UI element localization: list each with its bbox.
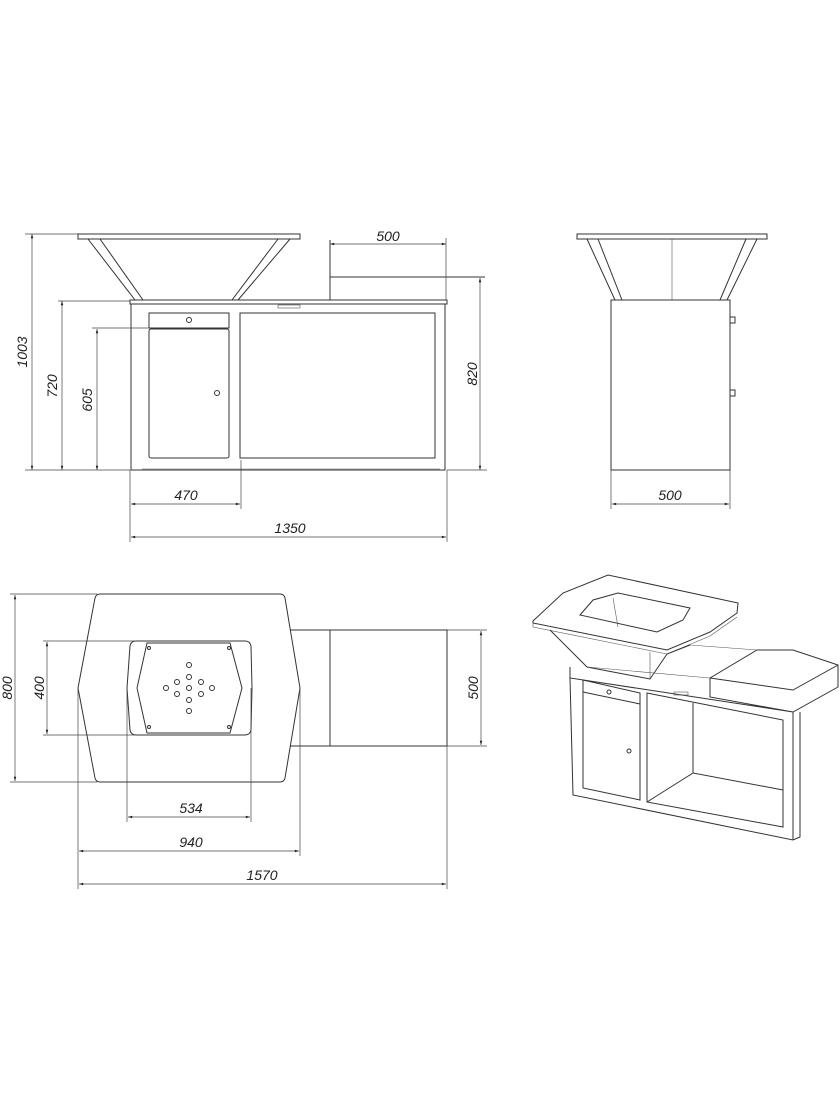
cabinet-side xyxy=(610,299,731,471)
grill-opening xyxy=(126,640,253,736)
countertop xyxy=(129,299,448,305)
dim-534: 534 xyxy=(179,800,203,816)
grill-cone xyxy=(87,238,291,301)
plan-view: 800 400 500 534 940 1570 xyxy=(0,593,487,889)
grill-plate-side xyxy=(576,233,768,240)
dim-605: 605 xyxy=(79,388,95,412)
iso-drawer-knob-icon xyxy=(606,689,612,695)
iso-open-shelf xyxy=(646,692,784,828)
iso-door-knob-icon xyxy=(626,748,632,754)
dim-940: 940 xyxy=(179,834,203,850)
iso-drawer xyxy=(582,691,641,705)
iso-grill-plate xyxy=(532,574,739,651)
cabinet-body xyxy=(130,303,446,471)
handle xyxy=(729,316,736,324)
dim-1003: 1003 xyxy=(14,336,30,367)
drawer-knob-icon xyxy=(186,317,192,323)
side-view: 500 xyxy=(576,233,768,509)
iso-brand-plate xyxy=(673,691,689,696)
handle xyxy=(729,389,736,397)
open-shelf xyxy=(239,312,436,459)
brand-plate xyxy=(277,304,301,309)
dim-800: 800 xyxy=(0,676,15,700)
isometric-view xyxy=(532,574,839,841)
dim-1350: 1350 xyxy=(274,520,305,536)
dim-400: 400 xyxy=(31,676,47,700)
iso-shelf-back xyxy=(646,703,784,803)
grate-holes xyxy=(147,646,231,729)
side-top-plan xyxy=(290,629,448,747)
dim-1570: 1570 xyxy=(246,867,277,883)
iso-cabinet-door xyxy=(582,679,641,801)
iso-grill-cone xyxy=(549,629,691,680)
front-view: 1003 720 605 500 820 470 1350 xyxy=(14,228,487,542)
iso-grill-opening xyxy=(579,592,691,633)
grill-plate-plan xyxy=(77,593,301,783)
dimension-lines xyxy=(25,233,487,542)
plan-dimension-lines xyxy=(10,593,487,889)
dim-500-plan: 500 xyxy=(465,676,481,700)
grill-plate xyxy=(77,233,301,240)
grill-grate xyxy=(136,642,243,734)
dim-720: 720 xyxy=(44,374,60,398)
cabinet-door xyxy=(148,328,230,459)
dim-500-top: 500 xyxy=(376,228,400,244)
dim-820: 820 xyxy=(464,362,480,386)
iso-countertop xyxy=(569,649,839,713)
door-knob-icon xyxy=(214,390,220,396)
dim-470: 470 xyxy=(174,487,198,503)
drawer xyxy=(148,312,230,329)
dim-500-side: 500 xyxy=(658,487,682,503)
